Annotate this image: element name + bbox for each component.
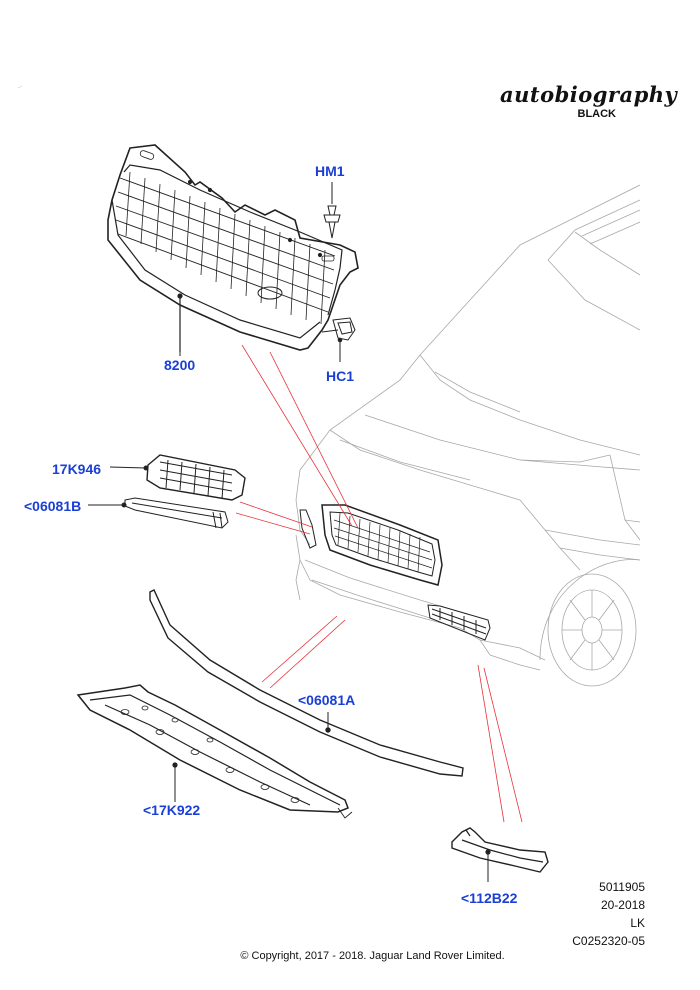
clip-hc1 xyxy=(321,317,356,362)
brand-sub: BLACK xyxy=(577,108,617,120)
callout-17k922[interactable]: <17K922 xyxy=(143,802,201,818)
callout-06081b[interactable]: <06081B xyxy=(24,498,82,514)
leader-lines xyxy=(235,344,523,823)
vehicle-lower-grille xyxy=(299,509,491,641)
ref-illustration-code: C0252320-05 xyxy=(572,934,645,948)
callout-06081a[interactable]: <06081A xyxy=(298,692,356,708)
vehicle-outline xyxy=(295,184,641,687)
side-grille-17k946 xyxy=(109,454,246,501)
strip-06081b xyxy=(88,497,229,529)
callout-hc1[interactable]: HC1 xyxy=(326,368,355,384)
ref-number: 5011905 xyxy=(599,880,645,894)
callout-hm1[interactable]: HM1 xyxy=(315,163,345,179)
trim-112b22 xyxy=(451,827,549,882)
panel-17k922 xyxy=(76,684,353,819)
corner-mark xyxy=(17,85,23,89)
ref-date: 20-2018 xyxy=(600,898,645,912)
copyright-notice: © Copyright, 2017 - 2018. Jaguar Land Ro… xyxy=(240,950,505,962)
strip-06081a xyxy=(149,589,464,777)
callout-112b22[interactable]: <112B22 xyxy=(461,890,518,906)
ref-market: LK xyxy=(630,916,645,930)
clip-hm1 xyxy=(323,182,341,239)
callout-8200[interactable]: 8200 xyxy=(164,357,196,373)
grille-8200 xyxy=(107,144,359,352)
callout-17k946[interactable]: 17K946 xyxy=(52,461,102,477)
brand-script: autobiography xyxy=(500,82,678,107)
vehicle-grille xyxy=(321,504,443,586)
